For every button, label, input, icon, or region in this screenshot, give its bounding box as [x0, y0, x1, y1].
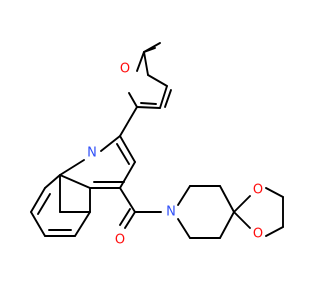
bond-n-c8a [59, 159, 85, 176]
piperidine-nitrogen-label: N [166, 205, 176, 220]
furan-ring [128, 42, 172, 109]
carbonyl-oxygen-label: O [115, 233, 125, 248]
furan-oxygen-label: O [120, 62, 130, 77]
bond-furan-c3-c2 [159, 85, 168, 109]
quinoline-ring [30, 106, 138, 237]
bond-carbonyl-double-b [119, 208, 131, 226]
bond-furan-quinoline [119, 106, 138, 137]
bond-furan-c1-c2-double [140, 102, 157, 105]
bond-piperidine-1 [177, 185, 191, 206]
bond-furan-c1-o [128, 92, 138, 108]
bond-c4a-c8a [59, 174, 91, 189]
bond-spiro-o-bottom [233, 211, 251, 229]
bond-furan-c2-c1 [136, 106, 161, 109]
bond-dioxolane-3 [265, 226, 284, 237]
bond-c2-c3 [119, 135, 136, 163]
ketal-oxygen-bottom-label: O [253, 227, 263, 242]
bond-piperidine-3 [219, 185, 235, 213]
carbonyl-piperidine [119, 185, 235, 239]
dioxolane-ring [233, 187, 284, 237]
bond-methyl-stub [143, 47, 156, 53]
bond-piperidine-6 [177, 218, 191, 239]
bond-c8-c7 [30, 187, 46, 213]
bond-furan-c3-c2-double [164, 89, 172, 108]
bond-c5-c4a [74, 211, 91, 237]
quinoline-nitrogen-label: N [87, 146, 97, 161]
bond-c2-c3-double [116, 143, 130, 165]
bond-furan-c4-c3 [147, 74, 168, 87]
ketal-oxygen-top-label: O [253, 183, 263, 198]
bond-c8a-c8 [44, 174, 61, 189]
bond-quinoline-c2-n [100, 135, 121, 152]
molecule-structure: O N O N O O [30, 42, 284, 248]
bond-c8-c7-double [37, 193, 51, 215]
bond-spiro-o-top [233, 195, 251, 213]
bond-furan-c5-c4 [143, 51, 149, 76]
bond-piperidine-4 [219, 211, 235, 239]
bond-c3-c4 [119, 161, 136, 189]
bond-furan-c5-o [136, 51, 145, 72]
bond-dioxolane-1 [265, 187, 284, 198]
bond-c4-carbonyl [119, 187, 136, 213]
bond-c7-c6 [30, 211, 46, 237]
bond-carbonyl-double-a [124, 211, 136, 229]
